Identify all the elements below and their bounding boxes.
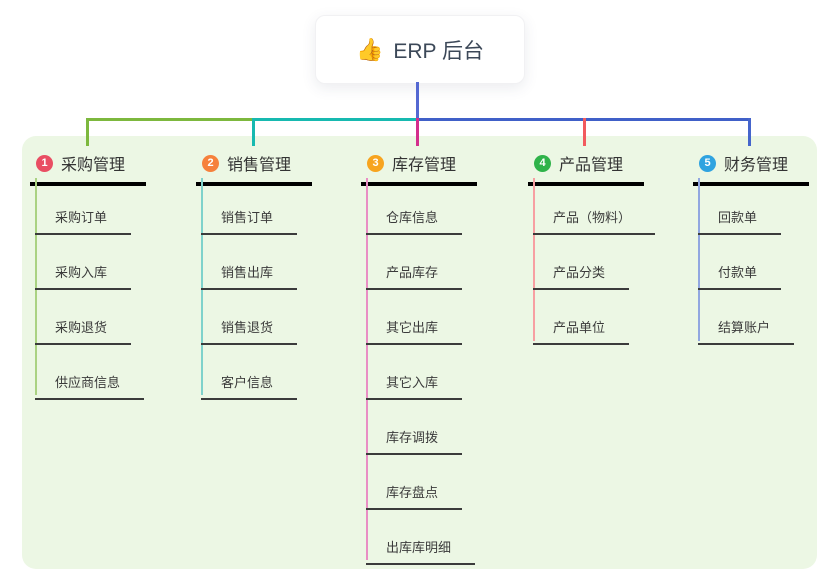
connector-bus-green xyxy=(86,118,254,121)
node-item[interactable]: 销售出库 xyxy=(201,258,298,290)
node-item[interactable]: 采购退货 xyxy=(35,313,132,345)
node-item[interactable]: 库存盘点 xyxy=(366,478,463,510)
branch-title: 销售管理 xyxy=(227,157,292,174)
branch-header-finance[interactable]: 5 财务管理 xyxy=(693,147,809,186)
connector-bus-teal xyxy=(252,118,418,121)
node-item[interactable]: 客户信息 xyxy=(201,368,298,400)
branch-number-badge: 5 xyxy=(699,154,716,172)
node-item[interactable]: 回款单 xyxy=(698,203,782,235)
node-item[interactable]: 库存调拨 xyxy=(366,423,463,455)
root-node[interactable]: 👍 ERP 后台 xyxy=(315,15,525,84)
node-item[interactable]: 供应商信息 xyxy=(35,368,145,400)
connector-root-drop xyxy=(416,82,419,119)
connector-drop-finance xyxy=(748,118,751,146)
node-item[interactable]: 仓库信息 xyxy=(366,203,463,235)
node-item[interactable]: 销售订单 xyxy=(201,203,298,235)
thumbs-up-icon: 👍 xyxy=(355,36,384,62)
node-item[interactable]: 产品单位 xyxy=(533,313,630,345)
branch-title: 产品管理 xyxy=(559,157,624,174)
branch-spine-sales xyxy=(201,178,203,395)
node-item[interactable]: 销售退货 xyxy=(201,313,298,345)
branch-spine-finance xyxy=(698,178,700,341)
node-item[interactable]: 结算账户 xyxy=(698,313,795,345)
branch-number-badge: 2 xyxy=(202,154,219,172)
branch-header-inventory[interactable]: 3 库存管理 xyxy=(361,147,477,186)
node-item[interactable]: 产品分类 xyxy=(533,258,630,290)
branch-header-procurement[interactable]: 1 采购管理 xyxy=(30,147,146,186)
branch-number-badge: 1 xyxy=(36,154,53,172)
node-item[interactable]: 采购入库 xyxy=(35,258,132,290)
root-label: ERP 后台 xyxy=(393,39,485,63)
connector-drop-inventory xyxy=(416,118,419,146)
branch-title: 财务管理 xyxy=(724,157,789,174)
branch-spine-procurement xyxy=(35,178,37,395)
branch-spine-inventory xyxy=(366,178,368,560)
node-item[interactable]: 产品库存 xyxy=(366,258,463,290)
branch-title: 库存管理 xyxy=(392,157,457,174)
node-item[interactable]: 其它出库 xyxy=(366,313,463,345)
branch-title: 采购管理 xyxy=(61,157,126,174)
node-item[interactable]: 其它入库 xyxy=(366,368,463,400)
branch-number-badge: 4 xyxy=(534,154,551,172)
node-item[interactable]: 采购订单 xyxy=(35,203,132,235)
branch-header-sales[interactable]: 2 销售管理 xyxy=(196,147,312,186)
node-item[interactable]: 出库库明细 xyxy=(366,533,476,565)
connector-drop-sales xyxy=(252,118,255,146)
branches-panel xyxy=(22,136,817,569)
branch-header-product[interactable]: 4 产品管理 xyxy=(528,147,644,186)
node-item[interactable]: 产品（物料） xyxy=(533,203,656,235)
connector-drop-product xyxy=(583,118,586,146)
branch-spine-product xyxy=(533,178,535,341)
branch-number-badge: 3 xyxy=(367,154,384,172)
node-item[interactable]: 付款单 xyxy=(698,258,782,290)
connector-drop-procurement xyxy=(86,118,89,146)
